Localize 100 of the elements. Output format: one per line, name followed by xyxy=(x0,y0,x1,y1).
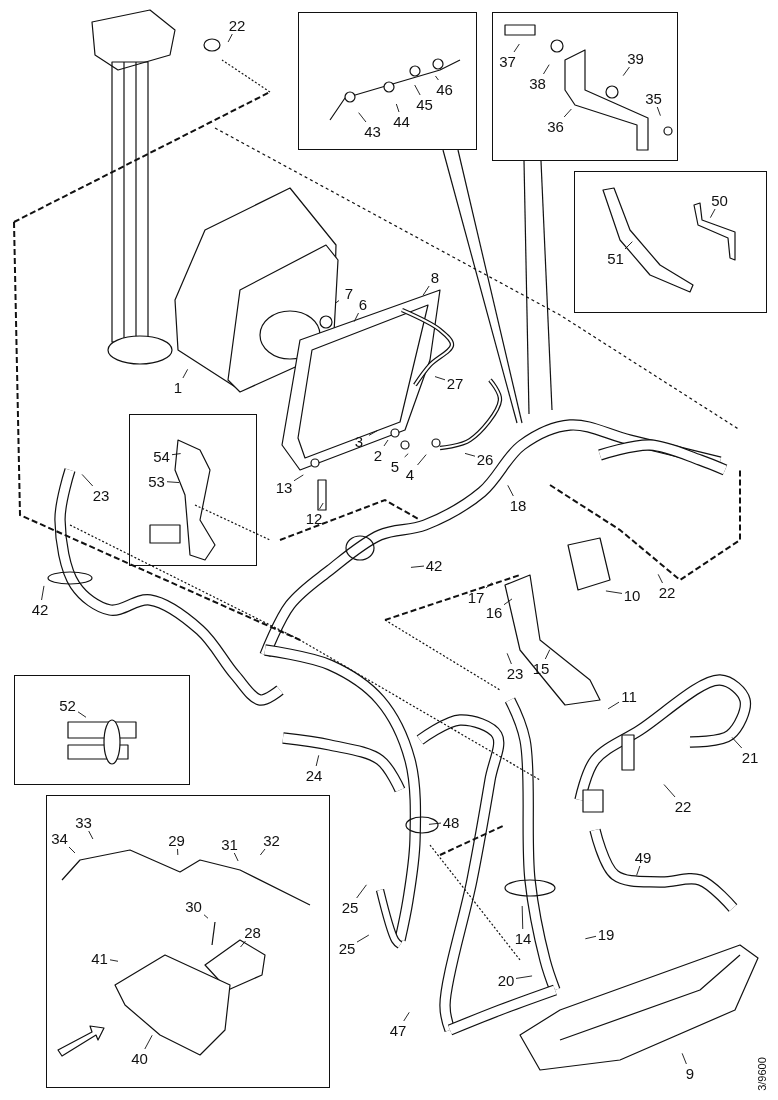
leader-line xyxy=(166,481,180,483)
leader-line xyxy=(435,75,439,81)
leader-line xyxy=(233,852,239,862)
callout-number: 7 xyxy=(344,285,354,301)
leader-line xyxy=(293,474,304,482)
leader-line xyxy=(485,582,493,589)
callout-number: 6 xyxy=(358,296,368,312)
callout-number: 9 xyxy=(685,1065,695,1081)
callout-number: 11 xyxy=(621,688,637,704)
detail-inset-frame xyxy=(298,12,477,150)
callout-number: 21 xyxy=(741,749,759,765)
callout-number: 19 xyxy=(597,926,615,942)
leader-line xyxy=(513,43,520,53)
leader-line xyxy=(464,452,476,457)
callout-number: 2 xyxy=(373,447,383,463)
leader-line xyxy=(356,884,367,899)
callout-number: 30 xyxy=(185,898,202,913)
callout-number: 42 xyxy=(31,601,49,617)
leader-line xyxy=(368,430,379,436)
callout-number: 25 xyxy=(338,940,356,956)
leader-line xyxy=(259,848,266,856)
callout-number: 38 xyxy=(529,75,546,90)
detail-inset-frame xyxy=(14,675,190,785)
callout-number: 43 xyxy=(364,123,381,138)
leader-line xyxy=(624,241,633,250)
detail-inset-frame xyxy=(492,12,678,161)
leader-line xyxy=(607,701,620,710)
callout-number: 15 xyxy=(532,660,550,676)
leader-line xyxy=(503,598,513,606)
leader-line xyxy=(563,108,572,118)
callout-number: 49 xyxy=(634,849,652,865)
detail-inset-frame xyxy=(46,795,330,1088)
leader-line xyxy=(227,33,233,43)
callout-number: 34 xyxy=(51,830,68,845)
callout-number: 36 xyxy=(547,118,564,133)
leader-line xyxy=(404,453,409,458)
callout-number: 54 xyxy=(153,448,170,463)
leader-line xyxy=(656,106,661,117)
callout-number: 32 xyxy=(263,832,280,847)
leader-line xyxy=(334,300,340,304)
leader-line xyxy=(584,935,597,940)
callout-number: 53 xyxy=(148,473,165,488)
callout-number: 4 xyxy=(405,466,415,482)
callout-number: 26 xyxy=(476,451,494,467)
leader-line xyxy=(543,64,550,75)
callout-number: 45 xyxy=(416,96,433,111)
callout-number: 40 xyxy=(131,1050,148,1065)
callout-number: 35 xyxy=(645,90,662,105)
leader-line xyxy=(709,208,716,219)
callout-number: 5 xyxy=(390,458,400,474)
leader-line xyxy=(605,590,623,594)
leader-line xyxy=(240,940,246,948)
callout-number: 18 xyxy=(509,497,527,513)
callout-number: 29 xyxy=(168,832,185,847)
leader-line xyxy=(356,934,370,943)
leader-line xyxy=(417,454,427,466)
leader-line xyxy=(663,784,676,798)
callout-number: 17 xyxy=(467,589,485,605)
detail-inset-frame xyxy=(129,414,257,566)
callout-number: 39 xyxy=(627,50,644,65)
leader-line xyxy=(383,439,389,447)
leader-line xyxy=(81,473,94,487)
leader-line xyxy=(109,959,119,962)
leader-line xyxy=(403,1011,410,1022)
callout-number: 44 xyxy=(393,113,410,128)
callout-number: 13 xyxy=(275,479,293,495)
callout-number: 46 xyxy=(436,81,453,96)
callout-number: 51 xyxy=(607,250,624,265)
callout-number: 10 xyxy=(623,587,641,603)
leader-line xyxy=(68,846,76,854)
leader-line xyxy=(41,585,45,601)
callout-number: 31 xyxy=(221,836,238,851)
leader-line xyxy=(657,573,663,584)
callout-number: 25 xyxy=(341,899,359,915)
leader-line xyxy=(88,830,94,840)
leader-line xyxy=(171,453,182,456)
leader-line xyxy=(315,754,320,767)
leader-line xyxy=(521,905,524,930)
detail-inset-frame xyxy=(574,171,767,313)
callout-number: 16 xyxy=(485,604,503,620)
leader-line xyxy=(410,565,425,568)
leader-line xyxy=(319,502,324,510)
callout-number: 24 xyxy=(305,767,323,783)
leader-line xyxy=(77,711,87,718)
callout-number: 22 xyxy=(228,17,246,33)
leader-line xyxy=(622,66,630,77)
leader-line xyxy=(434,376,446,381)
leader-line xyxy=(515,975,533,979)
leader-line xyxy=(506,652,512,665)
callout-number: 22 xyxy=(674,798,692,814)
callout-number: 42 xyxy=(425,557,443,573)
callout-number: 3 xyxy=(354,433,364,449)
leader-line xyxy=(395,103,400,113)
callout-number: 48 xyxy=(442,814,460,830)
callout-number: 33 xyxy=(75,814,92,829)
leader-line xyxy=(544,649,551,660)
leader-line xyxy=(177,848,179,856)
leader-line xyxy=(182,368,189,379)
callout-number: 28 xyxy=(244,924,261,939)
callout-number: 14 xyxy=(514,930,532,946)
